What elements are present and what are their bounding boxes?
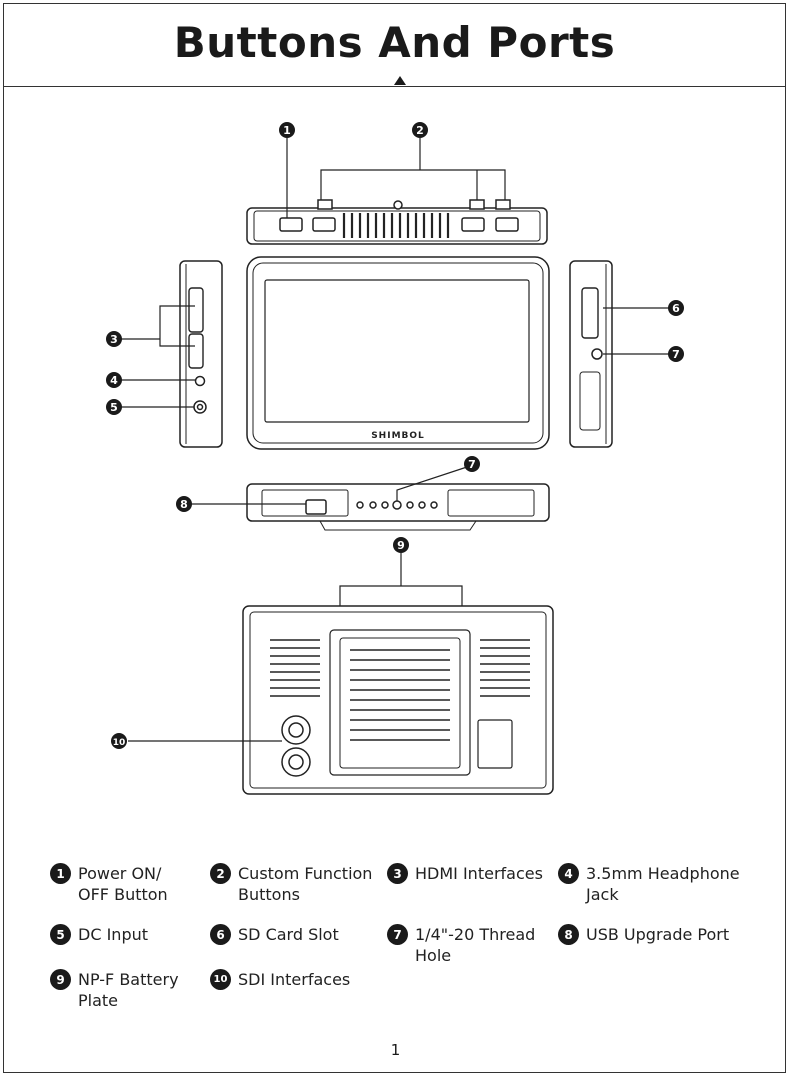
legend-badge: 4: [558, 863, 579, 884]
legend-badge: 2: [210, 863, 231, 884]
callout-2: 2: [412, 122, 428, 138]
custom-button-2: [462, 218, 484, 231]
legend-label: SD Card Slot: [238, 924, 339, 945]
svg-text:10: 10: [113, 738, 126, 748]
callout-3: 3: [106, 331, 122, 347]
bottom-view: [190, 466, 549, 530]
legend-label: SDI Interfaces: [238, 969, 350, 990]
left-side-view: [115, 261, 222, 447]
brand-logo: SHIMBOL: [371, 431, 425, 441]
legend-item-3: 3 HDMI Interfaces: [387, 863, 543, 884]
callout-7-side: 7: [668, 346, 684, 362]
legend-label: 3.5mm Headphone Jack: [586, 863, 740, 905]
page-number: 1: [0, 1041, 791, 1059]
svg-text:5: 5: [110, 401, 118, 414]
front-view: SHIMBOL: [247, 257, 549, 449]
legend-label: DC Input: [78, 924, 148, 945]
callout-1: 1: [279, 122, 295, 138]
legend-badge: 9: [50, 969, 71, 990]
right-side-view: [570, 261, 672, 447]
callout-6: 6: [668, 300, 684, 316]
legend-item-10: 10 SDI Interfaces: [210, 969, 350, 990]
legend-item-6: 6 SD Card Slot: [210, 924, 339, 945]
callout-10: 10: [111, 733, 127, 749]
legend-badge: 7: [387, 924, 408, 945]
legend-item-9: 9 NP-F Battery Plate: [50, 969, 179, 1011]
top-view: [247, 138, 547, 244]
legend-label: NP-F Battery Plate: [78, 969, 179, 1011]
callout-5: 5: [106, 399, 122, 415]
legend-label: Custom Function Buttons: [238, 863, 372, 905]
custom-button-3: [496, 218, 518, 231]
back-view: [128, 553, 553, 794]
legend-item-4: 4 3.5mm Headphone Jack: [558, 863, 740, 905]
svg-text:6: 6: [672, 302, 680, 315]
custom-button-1: [313, 218, 335, 231]
legend-label: USB Upgrade Port: [586, 924, 729, 945]
legend-item-8: 8 USB Upgrade Port: [558, 924, 729, 945]
legend-badge: 10: [210, 969, 231, 990]
svg-text:1: 1: [283, 124, 291, 137]
legend-item-5: 5 DC Input: [50, 924, 148, 945]
legend-item-1: 1 Power ON/ OFF Button: [50, 863, 168, 905]
legend-item-7: 7 1/4"-20 Thread Hole: [387, 924, 535, 966]
legend-label: HDMI Interfaces: [415, 863, 543, 884]
svg-text:3: 3: [110, 333, 118, 346]
legend-badge: 1: [50, 863, 71, 884]
svg-text:7: 7: [468, 458, 476, 471]
legend-badge: 8: [558, 924, 579, 945]
callout-7-bottom: 7: [464, 456, 480, 472]
svg-text:9: 9: [397, 539, 405, 552]
legend-badge: 3: [387, 863, 408, 884]
legend-item-2: 2 Custom Function Buttons: [210, 863, 372, 905]
legend-label: 1/4"-20 Thread Hole: [415, 924, 535, 966]
legend-badge: 5: [50, 924, 71, 945]
svg-text:8: 8: [180, 498, 188, 511]
legend-label: Power ON/ OFF Button: [78, 863, 168, 905]
callout-8: 8: [176, 496, 192, 512]
svg-text:4: 4: [110, 374, 118, 387]
svg-text:7: 7: [672, 348, 680, 361]
legend-badge: 6: [210, 924, 231, 945]
power-button: [280, 218, 302, 231]
callout-4: 4: [106, 372, 122, 388]
svg-text:2: 2: [416, 124, 424, 137]
callout-9: 9: [393, 537, 409, 553]
